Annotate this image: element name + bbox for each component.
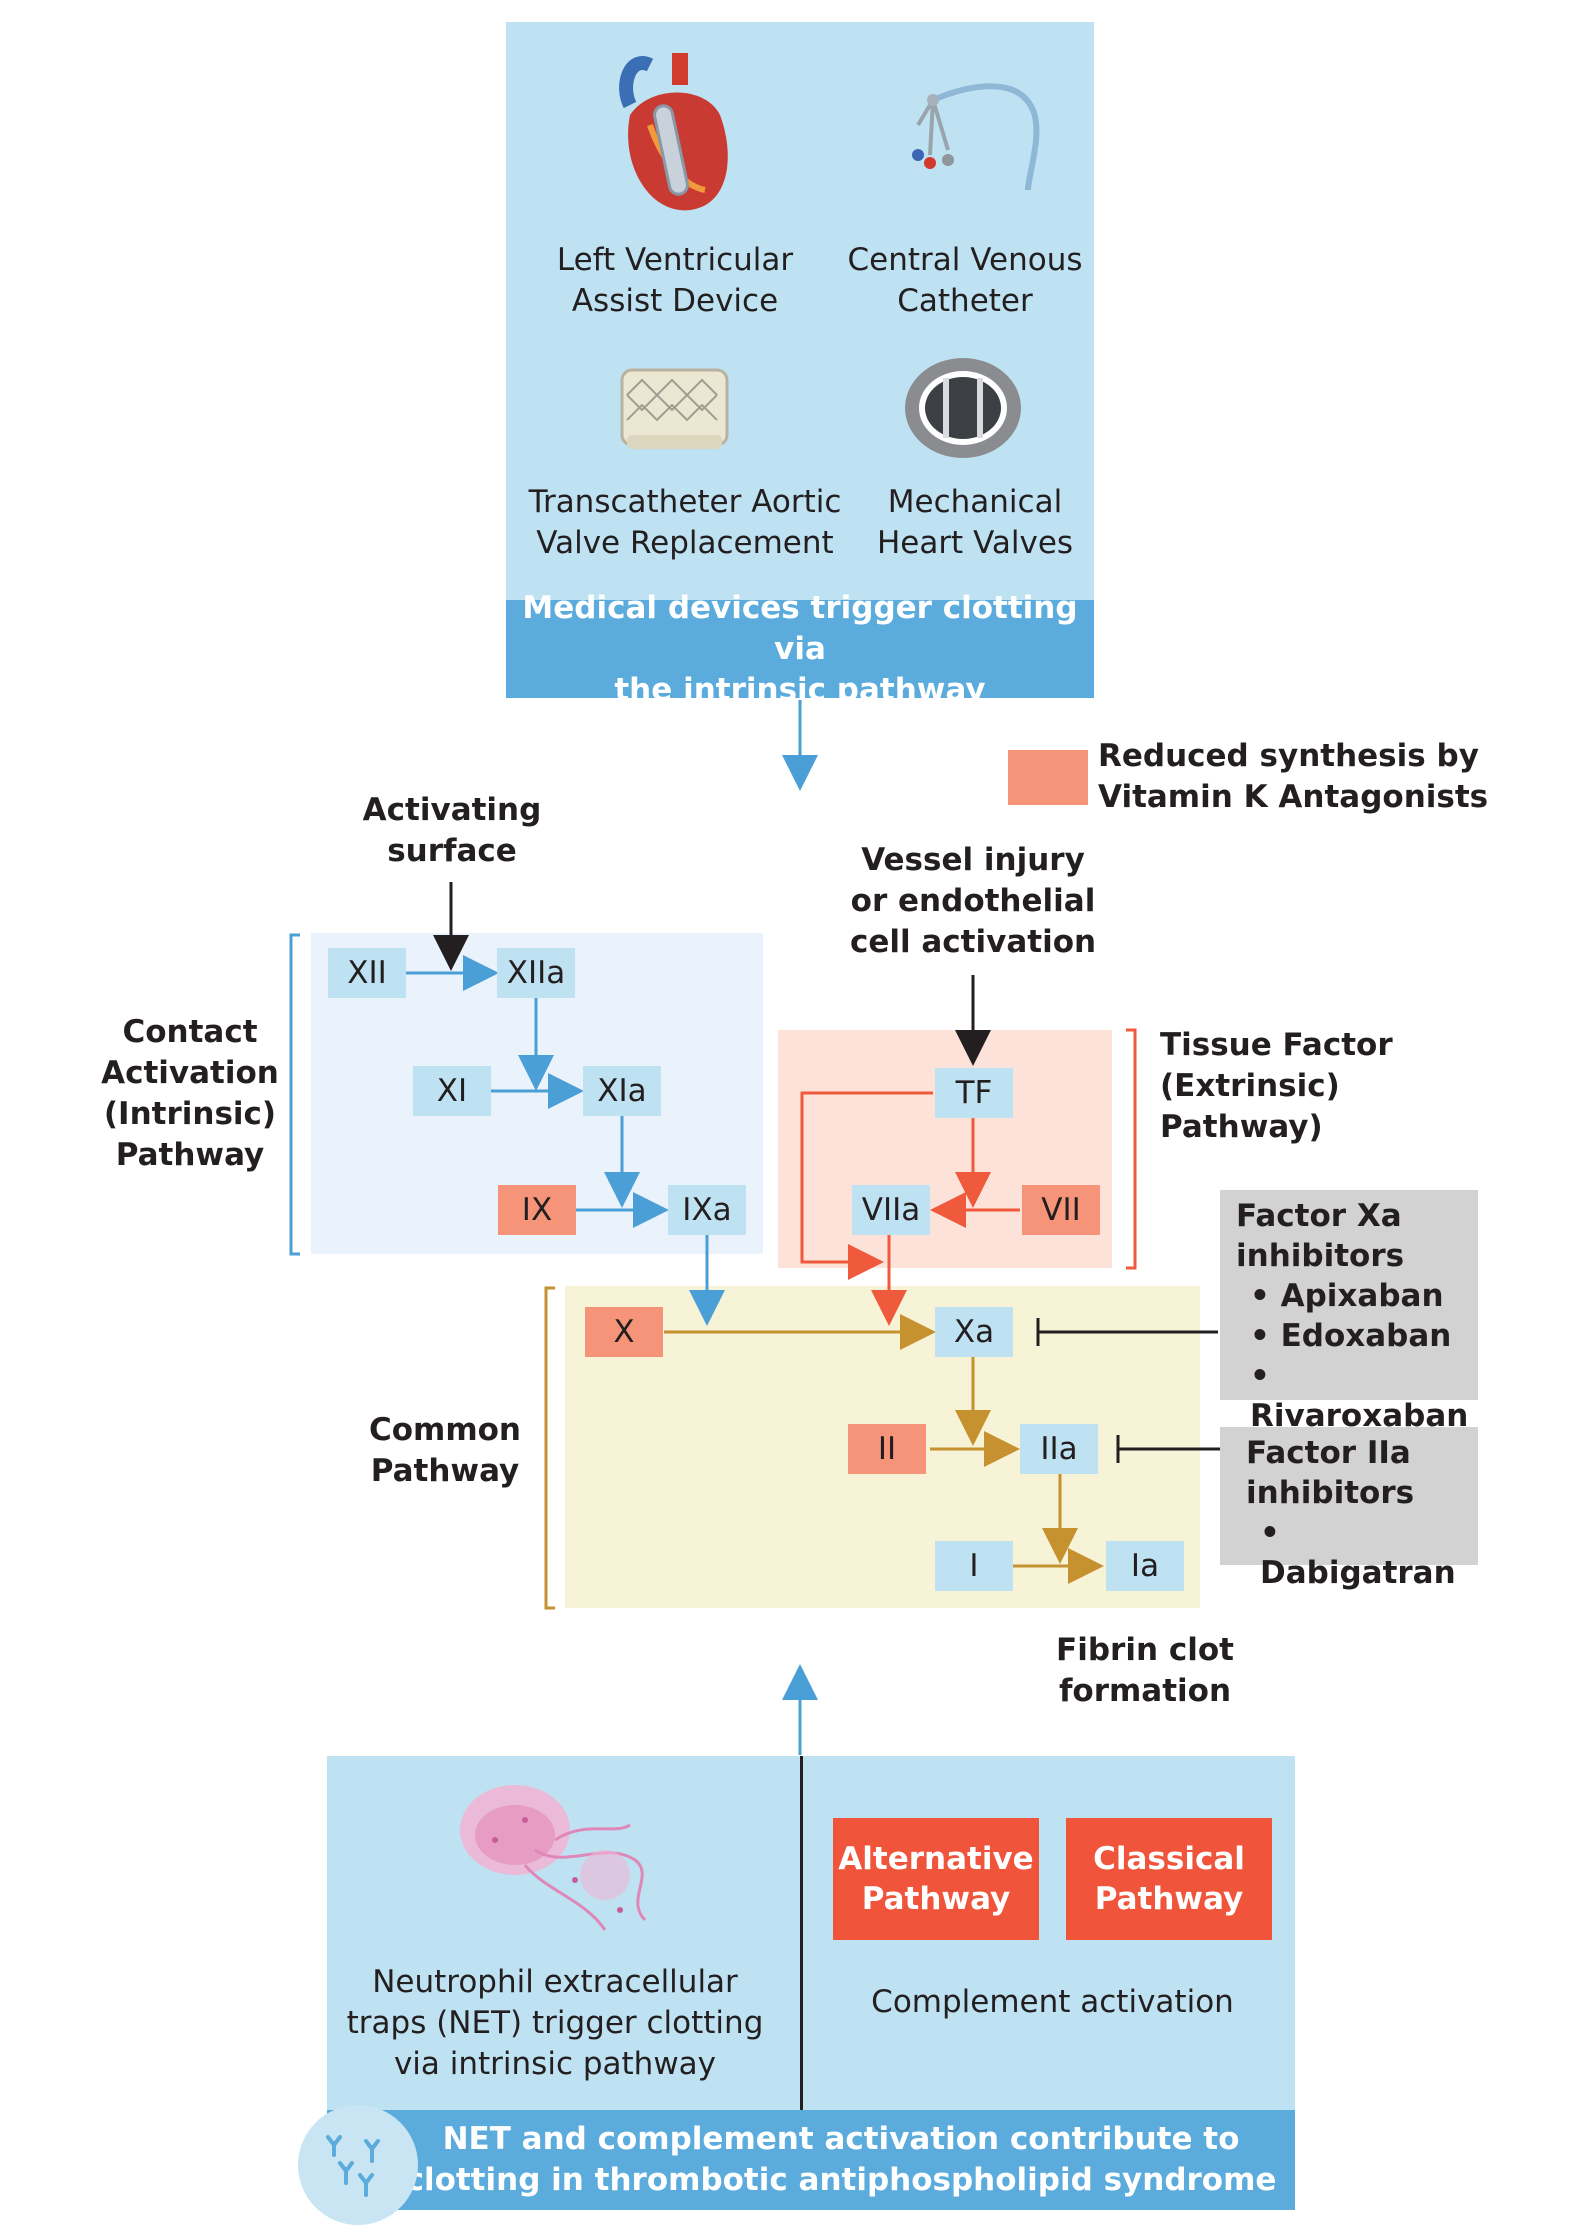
factor-ia: Ia (1106, 1541, 1184, 1591)
activating-surface-label: Activating surface (362, 792, 542, 869)
factor-xii: XII (328, 948, 406, 998)
factor-iia: IIa (1020, 1424, 1098, 1474)
fibrin-clot-label: Fibrin clot formation (1056, 1632, 1234, 1709)
devices-banner: Medical devices trigger clotting via the… (506, 590, 1094, 708)
lvad-label: Left Ventricular Assist Device (556, 242, 794, 319)
vessel-injury-label: Vessel injury or endothelial cell activa… (849, 842, 1097, 960)
complement-activation-label: Complement activation (871, 1984, 1234, 2020)
drug-dabigatran: • Dabigatran (1260, 1515, 1456, 1591)
net-complement-banner: NET and complement activation contribute… (327, 2110, 1295, 2210)
tavr-label: Transcatheter Aortic Valve Replacement (528, 484, 842, 561)
factor-viia: VIIa (852, 1185, 930, 1235)
catheter-icon (912, 83, 1040, 191)
mechanical-valve-icon (905, 358, 1021, 458)
net-description: Neutrophil extracellular traps (NET) tri… (346, 1964, 764, 2082)
factor-i: I (935, 1541, 1013, 1591)
factor-xa: Xa (935, 1307, 1013, 1357)
catheter-label: Central Venous Catheter (847, 242, 1083, 319)
factor-xiia: XIIa (497, 948, 575, 998)
factor-xa-inhibitors-box: Factor Xa inhibitors • Apixaban • Edoxab… (1220, 1190, 1478, 1434)
tissue-factor-pathway-label: Tissue Factor (Extrinsic) Pathway) (1160, 1027, 1393, 1145)
vka-legend-label: Reduced synthesis by Vitamin K Antagonis… (1098, 738, 1489, 815)
vka-legend-swatch (1008, 750, 1088, 805)
drug-apixaban: • Apixaban (1250, 1278, 1444, 1314)
factor-xia: XIa (583, 1066, 661, 1116)
factor-iia-inhibitors-box: Factor IIa inhibitors • Dabigatran (1220, 1427, 1478, 1591)
contact-pathway-label: Contact Activation (Intrinsic) Pathway (101, 1014, 279, 1173)
factor-x: X (585, 1307, 663, 1357)
factor-vii: VII (1022, 1185, 1100, 1235)
drug-edoxaban: • Edoxaban (1250, 1318, 1452, 1354)
factor-tf: TF (935, 1068, 1013, 1118)
lvad-heart-icon (619, 53, 728, 211)
panel-divider (800, 1756, 803, 2110)
alternative-pathway-box: Alternative Pathway (833, 1818, 1039, 1940)
antibody-icon (298, 2105, 418, 2225)
factor-ixa: IXa (668, 1185, 746, 1235)
classical-pathway-box: Classical Pathway (1066, 1818, 1272, 1940)
factor-ix: IX (498, 1185, 576, 1235)
tavr-valve-icon (620, 368, 729, 449)
factor-xi: XI (413, 1066, 491, 1116)
drug-rivaroxaban: • Rivaroxaban (1250, 1358, 1469, 1434)
factor-ii: II (848, 1424, 926, 1474)
common-pathway-label: Common Pathway (368, 1412, 522, 1489)
medical-devices-panel (506, 22, 1094, 698)
mechanical-valves-label: Mechanical Heart Valves (876, 484, 1074, 561)
net-neutrophil-icon (460, 1785, 647, 1931)
